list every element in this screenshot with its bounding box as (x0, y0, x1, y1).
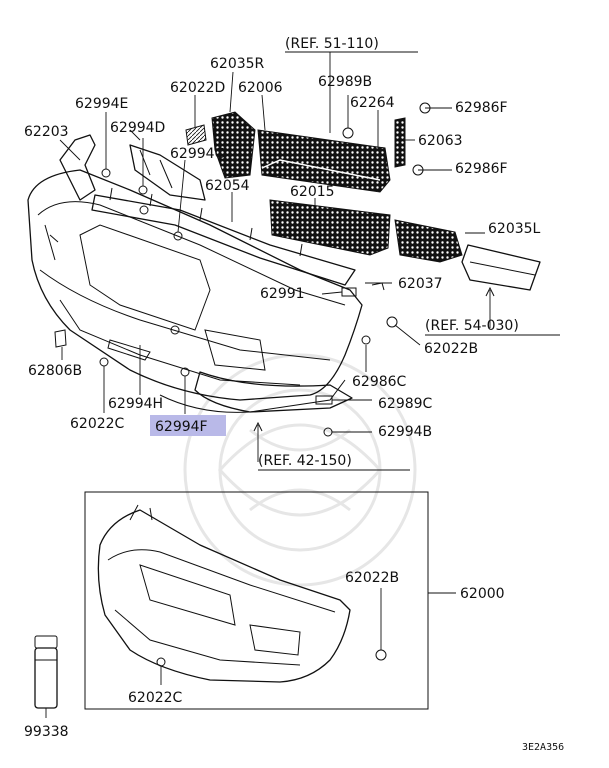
ref-42-150: (REF. 42-150) (253, 421, 410, 471)
label-62035R: 62035R (210, 56, 265, 72)
label-62991: 62991 (260, 286, 305, 302)
ref-54-030: (REF. 54-030) (425, 286, 560, 336)
label-62022C-bottom: 62022C (128, 690, 183, 706)
leader-lines (45, 71, 485, 718)
pad-62022D (185, 124, 207, 146)
label-62022B-top: 62022B (424, 341, 478, 357)
label-62264: 62264 (350, 95, 395, 111)
bracket-62994C (129, 144, 206, 201)
label-62989C: 62989C (378, 396, 433, 412)
mesh-62035R (211, 111, 256, 179)
paint-can-99338 (34, 635, 58, 709)
ref-51-110-text: (REF. 51-110) (285, 36, 379, 52)
label-62994H: 62994H (108, 396, 163, 412)
ref-54-030-text: (REF. 54-030) (425, 318, 519, 334)
label-62986F-top: 62986F (455, 100, 508, 116)
label-62986F-bottom: 62986F (455, 161, 508, 177)
label-62806B: 62806B (28, 363, 82, 379)
label-62022D: 62022D (170, 80, 225, 96)
ref-42-150-text: (REF. 42-150) (258, 453, 352, 469)
label-62994E: 62994E (75, 96, 128, 112)
label-62000: 62000 (460, 586, 505, 602)
label-62989B: 62989B (318, 74, 372, 90)
label-62054: 62054 (205, 178, 250, 194)
label-99338: 99338 (24, 724, 69, 740)
mesh-62035L (394, 219, 463, 263)
label-62994D: 62994D (110, 120, 165, 136)
assembly-box (84, 491, 429, 710)
label-62203: 62203 (24, 124, 69, 140)
label-62022B-bottom: 62022B (345, 570, 399, 586)
label-62037: 62037 (398, 276, 443, 292)
label-62994C: 62994C (170, 146, 225, 162)
label-62035L: 62035L (488, 221, 541, 237)
mesh-62006 (257, 129, 391, 193)
highlight-62994F (150, 415, 226, 436)
label-62022C-top: 62022C (70, 416, 125, 432)
reinforcement-62054 (91, 187, 356, 286)
part-labels: 62035R 62022D 62006 62989B 62264 62986F … (24, 56, 564, 753)
ref-51-110: (REF. 51-110) (285, 36, 418, 133)
label-62006: 62006 (238, 80, 283, 96)
bracket-62203 (59, 134, 96, 201)
label-62015: 62015 (290, 184, 335, 200)
lower-lip (194, 371, 353, 413)
label-62986C: 62986C (352, 374, 407, 390)
label-62063: 62063 (418, 133, 463, 149)
mesh-62015 (269, 199, 391, 256)
strip-62063 (394, 117, 406, 168)
label-62994B: 62994B (378, 424, 432, 440)
side-cover-54-030 (461, 244, 541, 291)
footer-code: 3E2A356 (522, 742, 564, 753)
label-62994F: 62994F (155, 419, 208, 435)
